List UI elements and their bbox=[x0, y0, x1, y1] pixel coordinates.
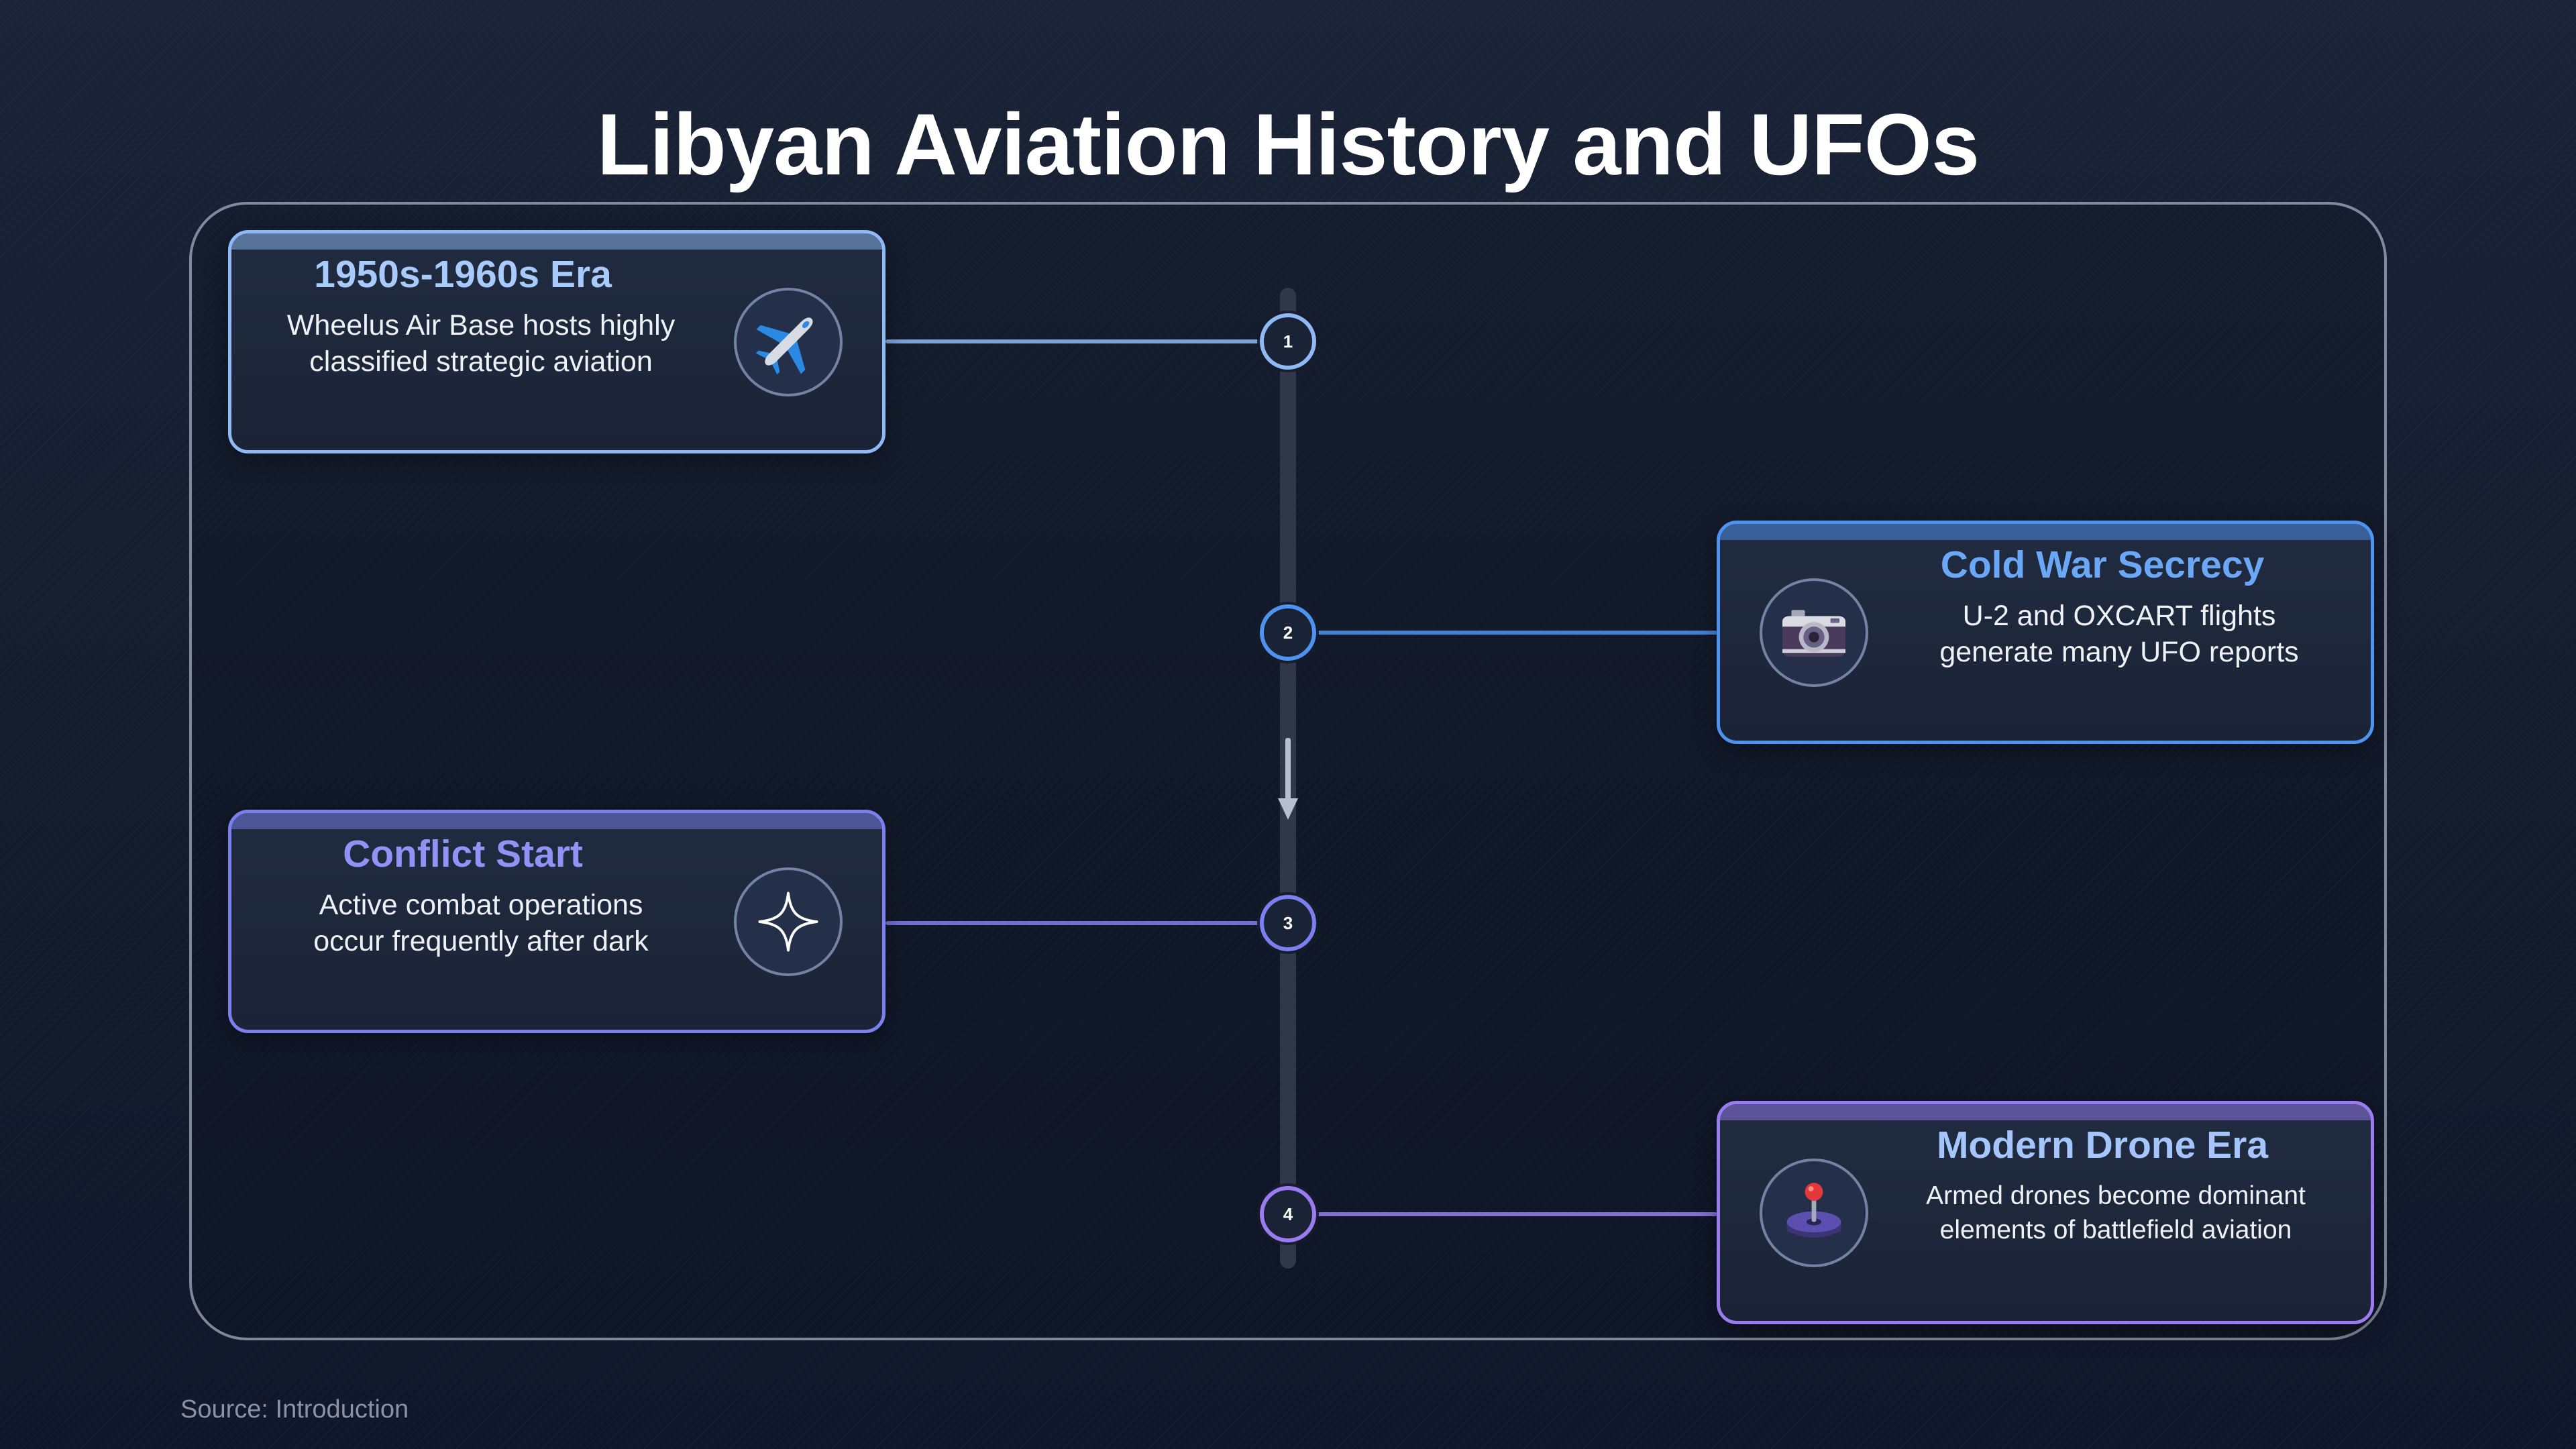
description-line: Wheelus Air Base hosts highly bbox=[286, 309, 676, 341]
icon-badge bbox=[1760, 1159, 1868, 1267]
airplane-wing-left bbox=[756, 325, 791, 343]
event-card-1: 1950s-1960s Era Wheelus Air Base hosts h… bbox=[228, 230, 885, 453]
description-line: U-2 and OXCART flights bbox=[1962, 600, 2276, 632]
card-title: 1950s-1960s Era bbox=[314, 253, 612, 296]
arrow-shaft bbox=[1285, 738, 1291, 802]
node-number: 2 bbox=[1283, 622, 1293, 643]
icon-badge bbox=[734, 288, 843, 396]
card-header-band bbox=[231, 233, 882, 250]
timeline-node-3: 3 bbox=[1260, 895, 1316, 951]
down-arrow-icon bbox=[1278, 738, 1298, 820]
joystick-collar bbox=[1806, 1218, 1822, 1226]
event-card-2: Cold War Secrecy U-2 and OXCART flights … bbox=[1717, 521, 2374, 744]
connector-line-3 bbox=[885, 921, 1261, 925]
description-line: elements of battlefield aviation bbox=[1939, 1216, 2292, 1244]
card-title: Cold War Secrecy bbox=[1940, 543, 2265, 586]
card-header-band bbox=[1720, 524, 2371, 540]
card-title: Modern Drone Era bbox=[1936, 1124, 2269, 1167]
event-card-4: Modern Drone Era Armed drones become dom… bbox=[1717, 1101, 2374, 1324]
card-header-band bbox=[231, 813, 882, 829]
arrow-head bbox=[1278, 798, 1298, 820]
timeline-node-1: 1 bbox=[1260, 313, 1316, 370]
card-title: Conflict Start bbox=[343, 833, 583, 875]
joystick-stick bbox=[1811, 1195, 1817, 1222]
description-line: Active combat operations bbox=[319, 889, 643, 921]
description-line: Armed drones become dominant bbox=[1926, 1181, 2306, 1210]
timeline-node-4: 4 bbox=[1260, 1186, 1316, 1242]
connector-line-2 bbox=[1315, 631, 1717, 635]
joystick-icon bbox=[1786, 1183, 1841, 1238]
camera-icon bbox=[1782, 610, 1846, 657]
joystick-ball-highlight bbox=[1808, 1186, 1814, 1192]
camera-shutter-button bbox=[1791, 610, 1805, 618]
timeline-node-2: 2 bbox=[1260, 604, 1316, 661]
source-note: Source: Introduction bbox=[180, 1395, 409, 1424]
icon-badge bbox=[734, 867, 843, 976]
connector-line-1 bbox=[885, 339, 1261, 343]
card-description: Wheelus Air Base hosts highly classified… bbox=[246, 307, 716, 380]
page-title: Libyan Aviation History and UFOs bbox=[596, 95, 1980, 193]
camera-lens-center bbox=[1809, 631, 1819, 643]
camera-flash bbox=[1830, 618, 1840, 623]
description-line: classified strategic aviation bbox=[309, 345, 653, 378]
airplane-icon bbox=[755, 317, 813, 375]
card-description: Armed drones become dominant elements of… bbox=[1881, 1179, 2351, 1247]
icon-badge bbox=[1760, 578, 1868, 687]
description-line: generate many UFO reports bbox=[1939, 636, 2299, 668]
card-header-band bbox=[1720, 1104, 2371, 1120]
airplane-fuselage bbox=[765, 317, 813, 366]
sparkle-icon bbox=[758, 892, 818, 952]
description-line: occur frequently after dark bbox=[313, 925, 649, 957]
four-point-star-outline bbox=[758, 892, 818, 952]
airplane-cockpit bbox=[802, 321, 810, 329]
joystick-ball bbox=[1805, 1183, 1823, 1201]
airplane-wing-right bbox=[787, 339, 806, 374]
connector-line-4 bbox=[1315, 1212, 1717, 1216]
card-description: Active combat operations occur frequentl… bbox=[246, 887, 716, 959]
event-card-3: Conflict Start Active combat operations … bbox=[228, 810, 885, 1033]
node-number: 4 bbox=[1283, 1203, 1293, 1224]
node-number: 3 bbox=[1283, 912, 1293, 933]
node-number: 1 bbox=[1283, 331, 1293, 352]
card-description: U-2 and OXCART flights generate many UFO… bbox=[1884, 598, 2354, 670]
